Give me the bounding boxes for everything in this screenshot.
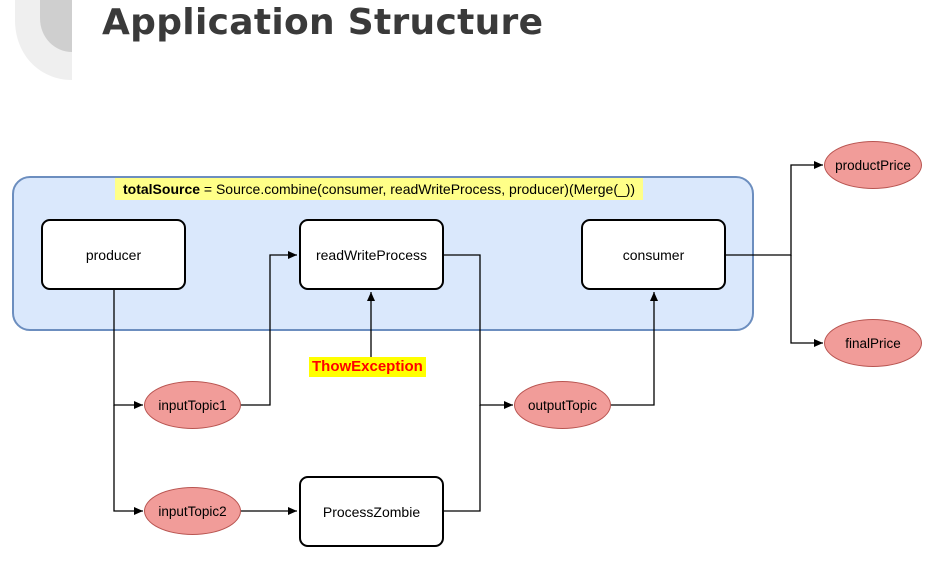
edge-output-topic-to-consumer	[611, 292, 658, 406]
final-price-topic: finalPrice	[824, 319, 922, 367]
edge-producer-to-input-topic1	[113, 290, 143, 409]
page-title: Application Structure	[102, 2, 544, 43]
formula-expression: = Source.combine(consumer, readWriteProc…	[200, 181, 636, 197]
corner-decoration	[15, 0, 72, 80]
product-price-topic: productPrice	[824, 141, 922, 189]
edge-input-topic1-to-read-write-process	[241, 251, 297, 406]
input-topic1-topic: inputTopic1	[144, 381, 241, 429]
process-zombie-node: ProcessZombie	[299, 476, 444, 547]
edge-process-zombie-to-output-topic	[444, 405, 481, 512]
edge-producer-to-input-topic2	[113, 405, 143, 515]
edge-consumer-to-product-price	[726, 161, 823, 256]
output-topic-topic: outputTopic	[514, 381, 611, 429]
thow-exception-label: ThowException	[309, 357, 426, 377]
total-source-formula: totalSource = Source.combine(consumer, r…	[115, 178, 644, 200]
edge-read-write-process-to-output-topic	[444, 254, 513, 409]
read-write-process-node: readWriteProcess	[299, 219, 444, 290]
edge-consumer-to-final-price	[790, 255, 823, 347]
consumer-node: consumer	[581, 219, 726, 290]
input-topic2-topic: inputTopic2	[144, 487, 241, 535]
producer-node: producer	[41, 219, 186, 290]
formula-name: totalSource	[123, 181, 201, 197]
